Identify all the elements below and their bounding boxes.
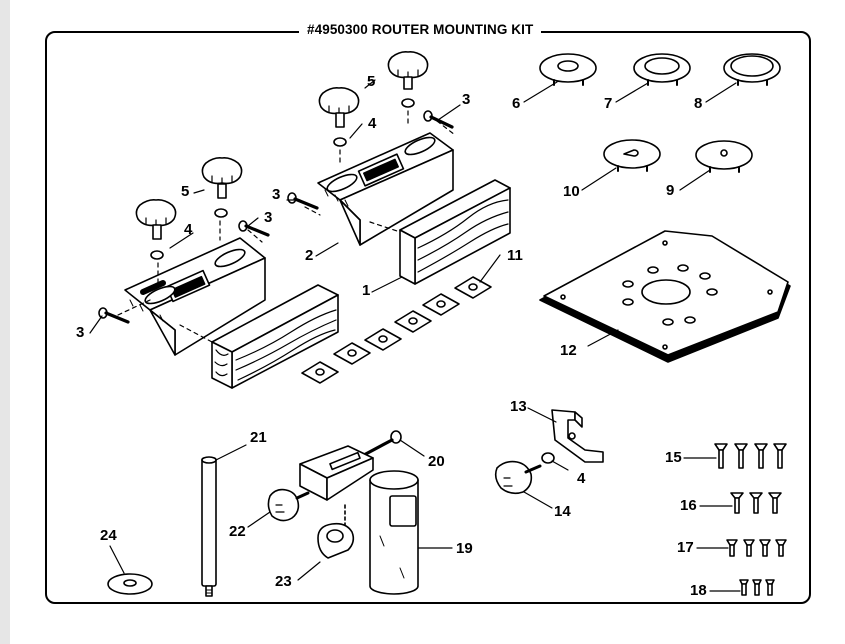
callout-13: 13 bbox=[510, 398, 527, 415]
knob-part-5-b bbox=[201, 157, 243, 199]
knob-part-5-a bbox=[135, 199, 177, 240]
bracket-part-13 bbox=[551, 409, 604, 463]
washer-part-4-d bbox=[401, 98, 415, 108]
callout-11: 11 bbox=[507, 247, 523, 264]
washer-part-4-c bbox=[333, 137, 347, 147]
callout-6: 6 bbox=[512, 95, 521, 112]
callout-23: 23 bbox=[275, 573, 292, 590]
clamp-part-23 bbox=[317, 522, 355, 559]
kit-title: #4950300 ROUTER MOUNTING KIT bbox=[299, 22, 542, 37]
callout-10: 10 bbox=[563, 183, 580, 200]
insert-ring-part-6 bbox=[539, 53, 597, 86]
callout-15: 15 bbox=[665, 449, 682, 466]
base-plate-part-12 bbox=[539, 230, 791, 363]
callout-5: 5 bbox=[181, 183, 190, 200]
callout-17: 17 bbox=[677, 539, 694, 556]
clamp-bracket bbox=[299, 445, 374, 526]
callout-22: 22 bbox=[229, 523, 246, 540]
wood-block-part-1-left bbox=[211, 284, 339, 389]
callout-3: 3 bbox=[264, 209, 273, 226]
clips-part-11 bbox=[301, 276, 492, 384]
washer-part-4-b bbox=[214, 208, 228, 218]
screws-part-16 bbox=[730, 492, 782, 514]
callout-2: 2 bbox=[305, 247, 314, 264]
bracket-part-2-left bbox=[124, 237, 266, 356]
callout-4: 4 bbox=[368, 115, 377, 132]
callout-21: 21 bbox=[250, 429, 267, 446]
callout-3: 3 bbox=[462, 91, 471, 108]
insert-ring-part-7 bbox=[633, 53, 691, 86]
leader-lines bbox=[89, 79, 741, 592]
screw-part-3-b bbox=[238, 220, 270, 237]
callout-7: 7 bbox=[604, 95, 613, 112]
knob-part-5-c bbox=[318, 87, 360, 128]
insert-plate-part-10 bbox=[603, 139, 661, 172]
screw-part-3-d bbox=[423, 110, 454, 129]
callout-4: 4 bbox=[184, 221, 193, 238]
callout-1: 1 bbox=[362, 282, 371, 299]
screws-part-18 bbox=[739, 579, 775, 596]
callout-14: 14 bbox=[554, 503, 571, 520]
screws-part-15 bbox=[714, 443, 787, 469]
washer-part-4-e bbox=[541, 452, 555, 464]
callout-8: 8 bbox=[694, 95, 703, 112]
screws-part-17 bbox=[726, 539, 787, 557]
callout-18: 18 bbox=[690, 582, 707, 599]
insert-plate-part-9 bbox=[695, 140, 753, 173]
knob-part-14 bbox=[494, 460, 542, 495]
washer-part-4-a bbox=[150, 250, 164, 260]
callout-4: 4 bbox=[577, 470, 586, 487]
callout-3: 3 bbox=[272, 186, 281, 203]
callout-12: 12 bbox=[560, 342, 577, 359]
callout-16: 16 bbox=[680, 497, 697, 514]
screw-part-20 bbox=[360, 430, 402, 458]
screw-part-3-a bbox=[98, 307, 130, 324]
callout-24: 24 bbox=[100, 527, 117, 544]
wood-block-part-1-right bbox=[399, 179, 511, 285]
page-edge-strip bbox=[0, 0, 10, 644]
callout-19: 19 bbox=[456, 540, 473, 557]
tube-part-19 bbox=[369, 470, 419, 595]
bracket-part-2-right bbox=[317, 132, 454, 246]
callout-20: 20 bbox=[428, 453, 445, 470]
washer-part-24 bbox=[107, 573, 153, 595]
knob-part-22 bbox=[267, 488, 310, 522]
knob-part-5-d bbox=[387, 51, 429, 90]
callout-9: 9 bbox=[666, 182, 675, 199]
rod-part-21 bbox=[201, 456, 217, 597]
callout-3: 3 bbox=[76, 324, 85, 341]
insert-ring-part-8 bbox=[723, 53, 781, 86]
callout-5: 5 bbox=[367, 73, 376, 90]
